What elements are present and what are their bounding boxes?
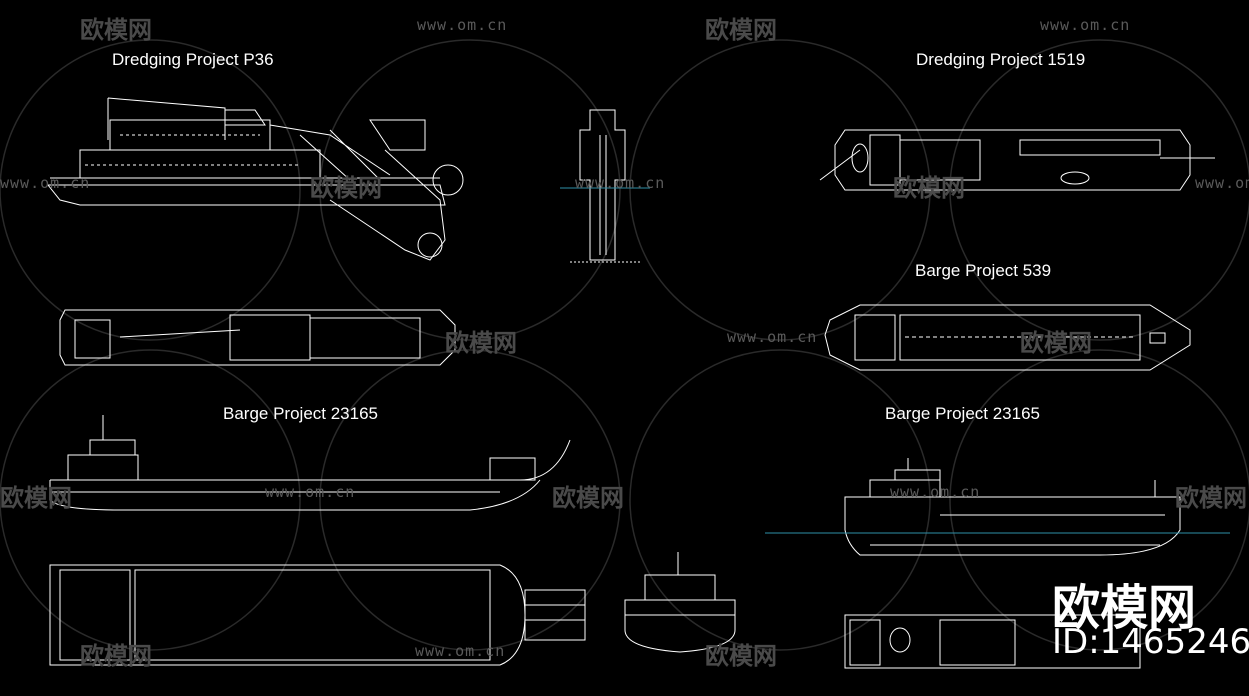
barge-23165-left-plan-view <box>49 564 586 666</box>
watermark-url: www.om.cn <box>575 174 666 192</box>
title-barge-project-23165-right: Barge Project 23165 <box>885 404 1040 423</box>
watermark-url: www.om.cn <box>1195 174 1249 192</box>
barge-23165-left-side-view <box>49 415 571 511</box>
dredger-1519-plan-view <box>819 129 1215 191</box>
title-barge-project-23165-left: Barge Project 23165 <box>223 404 378 423</box>
watermark-brand: 欧模网 <box>80 642 152 670</box>
watermark-brand: 欧模网 <box>310 174 382 202</box>
watermark-brand: 欧模网 <box>705 642 777 670</box>
watermark-brand: 欧模网 <box>0 484 72 512</box>
watermark-brand: 欧模网 <box>1020 329 1092 357</box>
dredger-p36-front-view <box>560 109 650 263</box>
watermark-brand: 欧模网 <box>705 16 777 44</box>
title-barge-project-539: Barge Project 539 <box>915 261 1052 280</box>
title-dredging-project-1519: Dredging Project 1519 <box>916 50 1086 69</box>
watermark-url: www.om.cn <box>727 328 818 346</box>
watermark-url: www.om.cn <box>1040 16 1131 34</box>
watermark-url: www.om.cn <box>415 642 506 660</box>
barge-539-plan-view <box>824 304 1191 371</box>
watermark-brand: 欧模网 <box>893 174 965 202</box>
watermark-url: www.om.cn <box>265 483 356 501</box>
watermark-brand: 欧模网 <box>552 484 624 512</box>
brand-logo-text: 欧模网 <box>1052 580 1197 636</box>
title-dredging-project-p36: Dredging Project P36 <box>112 50 274 69</box>
barge-23165-right-plan-view <box>844 614 1141 669</box>
dredger-p36-side-view <box>46 97 464 261</box>
watermark-url: www.om.cn <box>0 174 91 192</box>
barge-23165-right-side-view <box>765 458 1230 556</box>
watermark-url: www.om.cn <box>417 16 508 34</box>
watermark-circles <box>0 39 1249 651</box>
barge-23165-front-view <box>624 552 736 653</box>
model-id: ID:1465246 <box>1052 622 1249 662</box>
dredger-p36-plan-view <box>59 309 456 366</box>
watermark-brand: 欧模网 <box>445 329 517 357</box>
watermark-brand: 欧模网 <box>1175 484 1247 512</box>
watermark-brand: 欧模网 <box>80 16 152 44</box>
watermark-url: www.om.cn <box>890 483 981 501</box>
